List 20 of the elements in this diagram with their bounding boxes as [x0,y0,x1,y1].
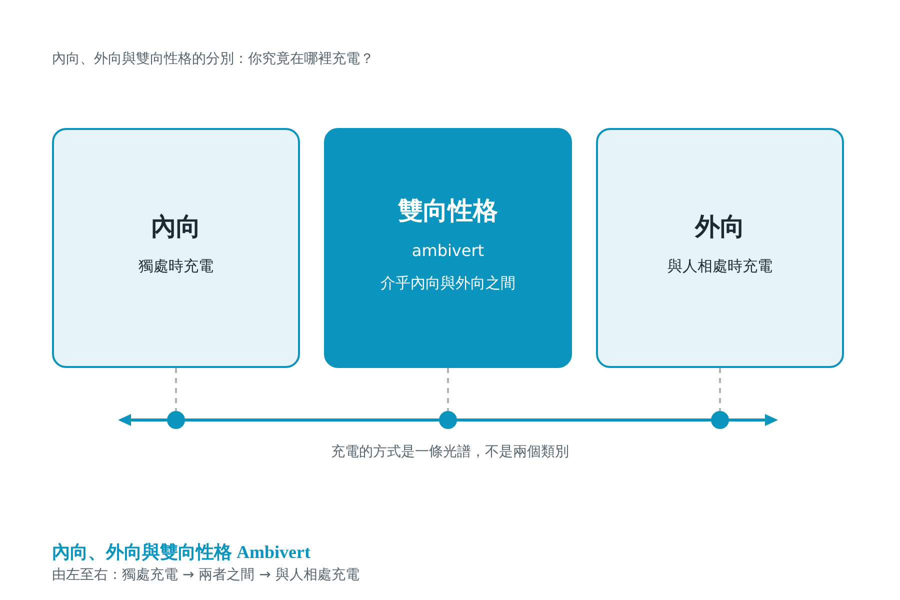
circle-marker [711,411,729,429]
card-heading: 外向 [695,211,745,243]
card-text: 介乎內向與外向之間 [380,274,516,292]
circle-marker [167,411,185,429]
axis-caption: 充電的方式是一條光譜，不是兩個類別 [330,443,570,461]
card-heading: 內向 [151,211,201,243]
card [596,128,844,368]
card [52,128,300,368]
dashed-connector [719,368,721,411]
title: 內向、外向與雙向性格的分別：你究竟在哪裡充電？ [52,50,374,68]
card-heading: 雙向性格 [398,194,498,226]
footer-text: 由左至右：獨處充電 → 兩者之間 → 與人相處充電 [52,566,360,584]
highlighted-card [324,128,572,368]
circle-marker [439,411,457,429]
card-text: 與人相處時充電 [668,257,772,276]
card-text: 獨處時充電 [138,257,214,276]
card-text: ambivert [412,240,484,260]
dashed-connector [175,368,177,411]
footer-heading: 內向、外向與雙向性格 Ambivert [52,541,310,564]
dashed-connector [447,368,449,411]
